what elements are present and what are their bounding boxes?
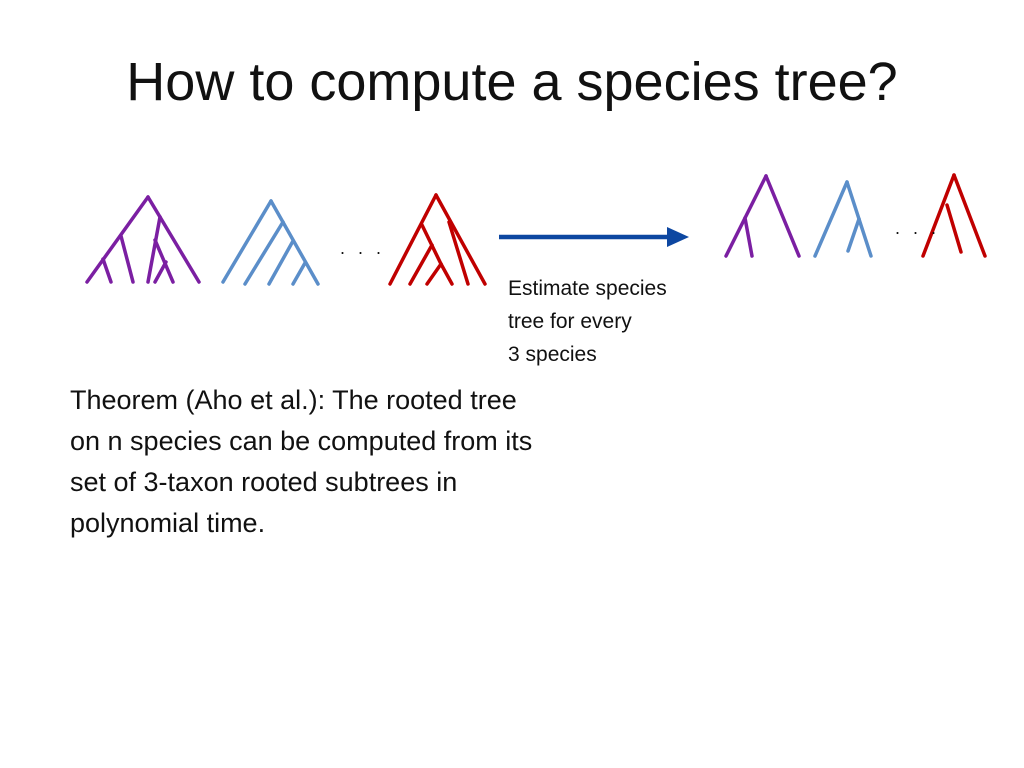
theorem-line: Theorem (Aho et al.): The rooted tree [70,385,517,415]
theorem-line: on n species can be computed from its [70,426,533,456]
slide-title: How to compute a species tree? [126,52,898,112]
blue-triplet [813,180,873,258]
theorem-line: set of 3-taxon rooted subtrees in [70,467,458,497]
estimate-arrow [499,227,689,247]
ellipsis-input-trees: . . . [340,238,386,258]
theorem-line: polynomial time. [70,508,266,538]
red-gene-tree [388,193,487,286]
theorem-text: Theorem (Aho et al.): The rooted tree on… [70,380,630,544]
arrow-caption-line: Estimate species [508,277,667,300]
blue-gene-tree [221,199,320,286]
ellipsis-output-triplets: . . . [895,218,941,238]
purple-triplet [724,174,801,258]
arrow-caption-line: 3 species [508,343,597,366]
arrow-caption-line: tree for every [508,310,632,333]
arrow-caption: Estimate species tree for every 3 specie… [508,272,728,371]
red-triplet [921,173,987,258]
purple-gene-tree [85,195,201,284]
